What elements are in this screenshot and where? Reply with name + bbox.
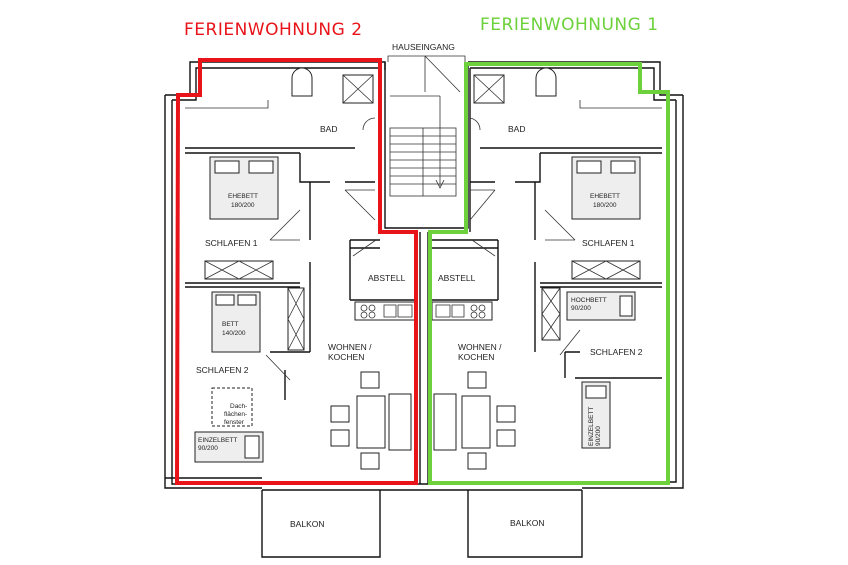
left-schlafen1-label: SCHLAFEN 1 [205, 238, 258, 248]
left-ehebett-label: EHEBETT [228, 193, 258, 200]
left-dach-line3: fenster [224, 419, 245, 426]
left-bett-label: BETT [222, 321, 239, 328]
left-schlafen2-label: SCHLAFEN 2 [196, 365, 249, 375]
balconies [261, 490, 583, 558]
apartment-1-title: FERIENWOHNUNG 1 [480, 15, 659, 35]
left-dach-line2: flächen- [224, 411, 247, 418]
right-abstell-label: ABSTELL [438, 273, 476, 283]
apartment-2-title: FERIENWOHNUNG 2 [184, 20, 363, 40]
right-ehebett-size: 180/200 [593, 202, 617, 209]
staircase [389, 95, 457, 197]
right-balkon-label: BALKON [510, 518, 545, 528]
right-wohnen-label: WOHNEN / [458, 342, 502, 352]
right-ehebett-label: EHEBETT [590, 193, 620, 200]
left-einzelbett-size: 90/200 [198, 445, 218, 452]
right-furniture [431, 156, 641, 470]
left-kochen-label: KOCHEN [328, 352, 364, 362]
left-dach-line1: Dach- [230, 403, 247, 410]
left-einzelbett-label: EINZELBETT [198, 437, 237, 444]
left-abstell-label: ABSTELL [368, 273, 406, 283]
right-kochen-label: KOCHEN [458, 352, 494, 362]
left-ehebett-size: 180/200 [231, 202, 255, 209]
apartment-1-outline [428, 62, 670, 485]
left-bad-label: BAD [320, 124, 337, 134]
left-interior-walls [185, 67, 418, 400]
apartment-2-outline [174, 58, 418, 485]
right-schlafen1-label: SCHLAFEN 1 [582, 238, 635, 248]
left-balkon-label: BALKON [290, 519, 325, 529]
right-hochbett-label: HOCHBETT [571, 297, 607, 304]
left-bett-size: 140/200 [222, 330, 246, 337]
left-wohnen-label: WOHNEN / [328, 342, 372, 352]
entrance-label: HAUSEINGANG [392, 42, 455, 52]
right-einzelbett-label: EINZELBETT [588, 407, 595, 446]
right-schlafen2-label: SCHLAFEN 2 [590, 347, 643, 357]
left-furniture [194, 156, 416, 470]
right-hochbett-size: 90/200 [571, 305, 591, 312]
right-einzelbett-size: 90/200 [595, 426, 602, 446]
right-bad-label: BAD [508, 124, 525, 134]
right-interior-walls [430, 67, 662, 379]
